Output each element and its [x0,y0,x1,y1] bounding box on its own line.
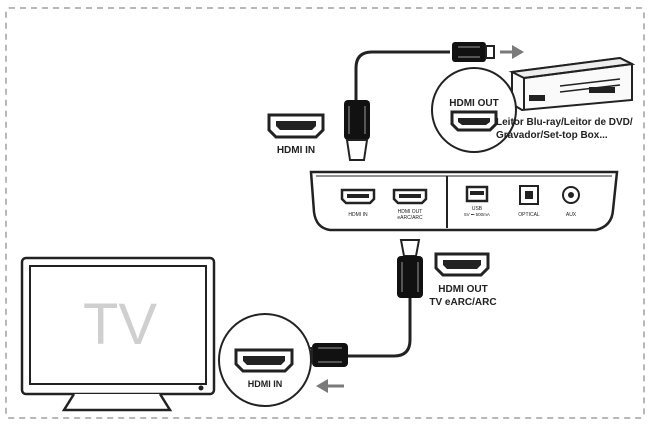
port-label-usb-power: 5V ⎓ 500mA [464,212,490,217]
label-source-device-line2: Gravador/Set-top Box... [496,130,608,141]
label-hdmi-in-top: HDMI IN [277,145,315,156]
label-hdmi-out-source: HDMI OUT [449,98,498,109]
label-tv-hdmi-in: HDMI IN [248,379,283,389]
cable-tv [301,239,423,367]
arrow-left-icon [316,379,344,393]
arrow-right-icon [500,45,524,59]
dashed-frame [5,7,645,419]
cable-source [344,42,495,161]
tv-device [20,256,216,412]
port-label-aux: AUX [566,212,577,218]
hdmi-in-port-icon [267,113,325,139]
port-label-usb: USB [472,206,483,212]
port-label-hdmi-in: HDMI IN [348,212,368,218]
label-tv-earc: TV eARC/ARC [429,297,496,308]
source-device [508,56,636,112]
port-label-hdmi-out: HDMI OUT [398,209,423,215]
tv-screen-text: TV [83,292,157,357]
soundbar-panel [309,170,619,232]
tv-hdmi-in-callout [218,313,312,407]
source-hdmi-out-callout [431,67,517,153]
hdmi-out-earc-port-icon [434,252,490,277]
label-hdmi-out-tv: HDMI OUT [438,284,487,295]
port-label-earc: eARC/ARC [397,215,423,221]
port-label-optical: OPTICAL [518,212,540,218]
label-source-device-line1: Leitor Blu-ray/Leitor de DVD/ [496,117,633,128]
